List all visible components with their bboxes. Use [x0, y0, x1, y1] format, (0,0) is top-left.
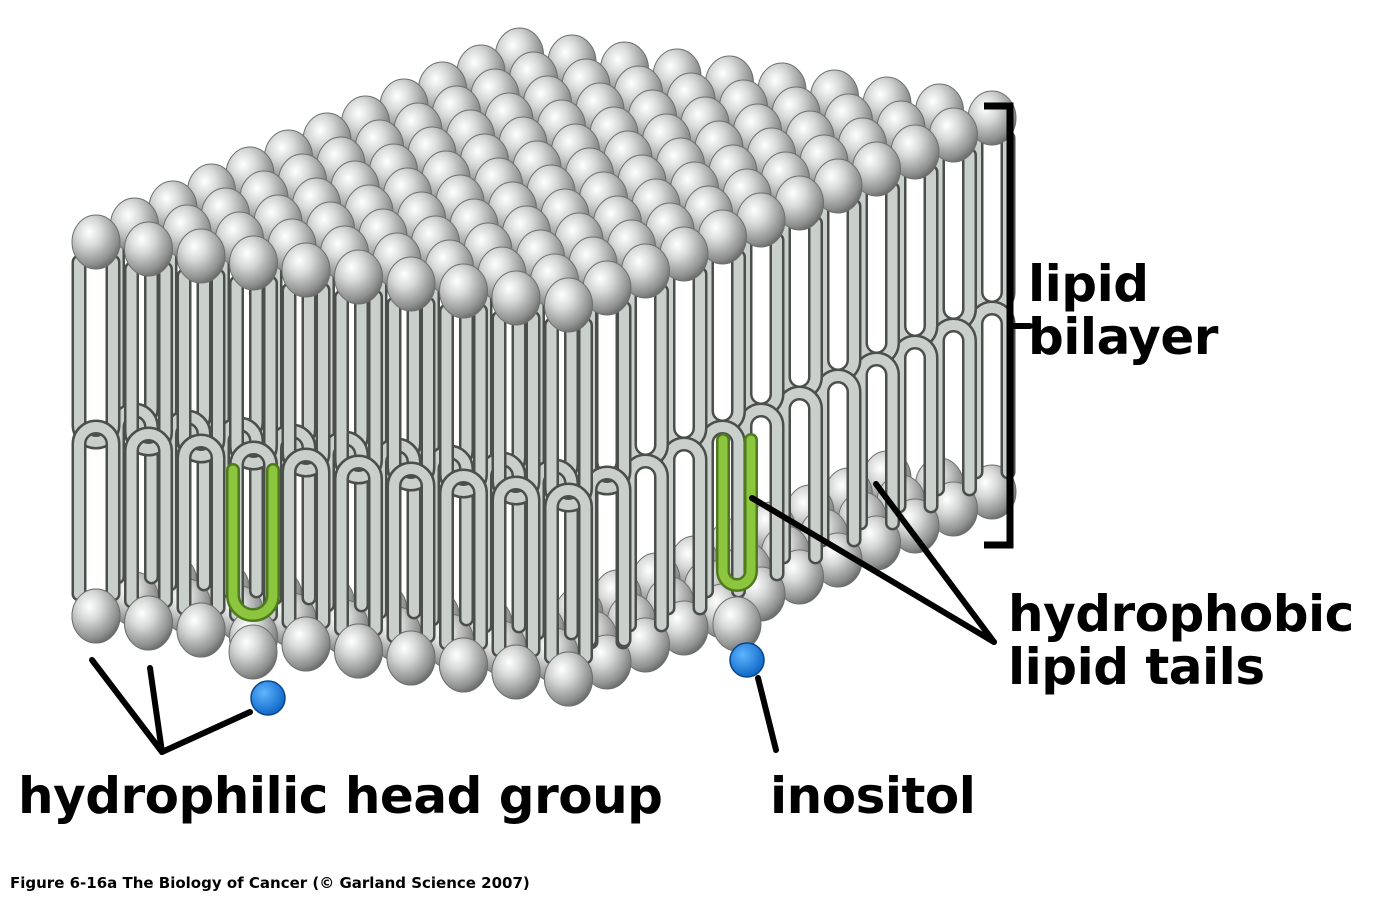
- top-head: [439, 263, 488, 319]
- highlighted-head-left: [228, 624, 278, 680]
- inositol-lipids: [226, 433, 765, 716]
- bottom-head-front: [124, 595, 173, 651]
- lipid-tail: [663, 269, 705, 449]
- lipid-tail: [663, 439, 705, 613]
- lipid-tail: [74, 422, 118, 599]
- lipid-tail: [126, 429, 171, 606]
- bottom-head-front: [544, 651, 593, 707]
- lipid-tail: [336, 457, 381, 634]
- top-head-layer: [71, 27, 1017, 333]
- bottom-head-front: [491, 644, 541, 700]
- bottom-head-front: [176, 602, 226, 658]
- inositol-right: [729, 642, 765, 678]
- hydrophobic-pointer-1: [749, 495, 997, 645]
- top-head: [386, 256, 436, 312]
- lipid-tails-layer: [71, 130, 1016, 707]
- lipid-tail: [389, 464, 433, 641]
- head-pointer-2: [147, 665, 165, 755]
- top-head: [229, 235, 278, 291]
- lipid-tail: [894, 337, 936, 511]
- top-head: [71, 214, 121, 270]
- lipid-tail: [932, 320, 975, 494]
- lipid-tail: [740, 235, 782, 415]
- lipid-tail: [740, 405, 782, 579]
- lipid-tail: [971, 133, 1013, 313]
- top-head: [176, 228, 226, 284]
- lipid-tail: [546, 485, 591, 662]
- highlighted-tail: [228, 465, 278, 620]
- lipid-bilayer-label-line1: lipid: [1028, 255, 1149, 313]
- bottom-head-front: [386, 630, 436, 686]
- lipid-tail: [494, 478, 538, 655]
- figure-caption: Figure 6-16a The Biology of Cancer (© Ga…: [10, 874, 530, 892]
- lipid-tail: [971, 303, 1013, 477]
- bottom-head-front: [334, 623, 383, 679]
- lipid-tail: [284, 450, 328, 627]
- top-head: [334, 249, 383, 305]
- lipid-tail: [894, 167, 936, 347]
- lipid-tail: [778, 388, 821, 562]
- hydrophilic-head-label: hydrophilic head group: [18, 767, 663, 825]
- inositol-label: inositol: [770, 767, 976, 825]
- highlighted-head-right: [712, 596, 762, 652]
- lipid-bilayer-label-line2: bilayer: [1028, 307, 1218, 366]
- lipid-tail: [231, 443, 276, 620]
- head-pointer-1: [89, 657, 165, 755]
- lipid-tail: [624, 286, 667, 466]
- lipid-tail: [701, 422, 744, 596]
- hydrophobic-tails-label-line2: lipid tails: [1008, 637, 1265, 696]
- bottom-head-front: [71, 588, 121, 644]
- lipid-tail: [817, 371, 859, 545]
- hydrophobic-pointer-2: [873, 481, 997, 645]
- highlighted-tail: [718, 435, 756, 590]
- top-head: [544, 277, 593, 333]
- inositol-left: [250, 680, 286, 716]
- lipid-tail: [855, 184, 898, 364]
- top-head: [281, 242, 331, 298]
- inositol-pointer: [755, 675, 779, 753]
- head-pointer-3: [159, 709, 253, 755]
- hydrophobic-tails-label-line1: hydrophobic: [1008, 585, 1354, 643]
- lipid-tail: [817, 201, 859, 381]
- lipid-tail: [179, 436, 223, 613]
- lipid-tail: [932, 150, 975, 330]
- annotation-lines: [89, 102, 1033, 755]
- lipid-tail: [778, 218, 821, 398]
- lipid-bilayer-label: lipid bilayer: [1028, 258, 1218, 363]
- lipid-tail: [701, 252, 744, 432]
- hydrophobic-tails-label: hydrophobic lipid tails: [1008, 588, 1354, 693]
- lipid-tail: [441, 471, 486, 648]
- bottom-head-front: [439, 637, 488, 693]
- top-head: [124, 221, 173, 277]
- lipid-tail: [855, 354, 898, 528]
- bottom-head-front: [281, 616, 331, 672]
- top-head: [491, 270, 541, 326]
